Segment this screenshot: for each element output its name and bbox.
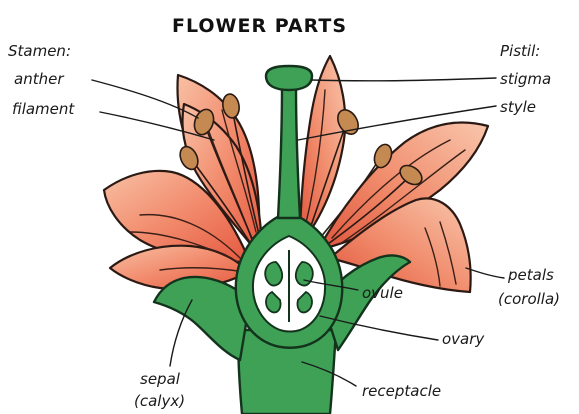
label-filament: filament	[12, 100, 75, 118]
label-sepal: sepal	[140, 370, 181, 388]
label-stamen: Stamen:	[8, 42, 71, 60]
ovule-left	[265, 262, 282, 285]
style	[278, 86, 300, 218]
label-petals: petals	[507, 266, 554, 284]
label-ovary: ovary	[442, 330, 485, 348]
label-stigma: stigma	[500, 70, 551, 88]
label-receptacle: receptacle	[362, 382, 441, 400]
label-pistil: Pistil:	[500, 42, 540, 60]
stigma	[266, 66, 312, 90]
diagram-title: FLOWER PARTS	[172, 15, 347, 37]
label-corolla: (corolla)	[498, 290, 560, 308]
label-ovule: ovule	[362, 284, 403, 302]
label-anther: anther	[14, 70, 64, 88]
label-style: style	[500, 98, 536, 116]
label-calyx: (calyx)	[134, 392, 185, 410]
